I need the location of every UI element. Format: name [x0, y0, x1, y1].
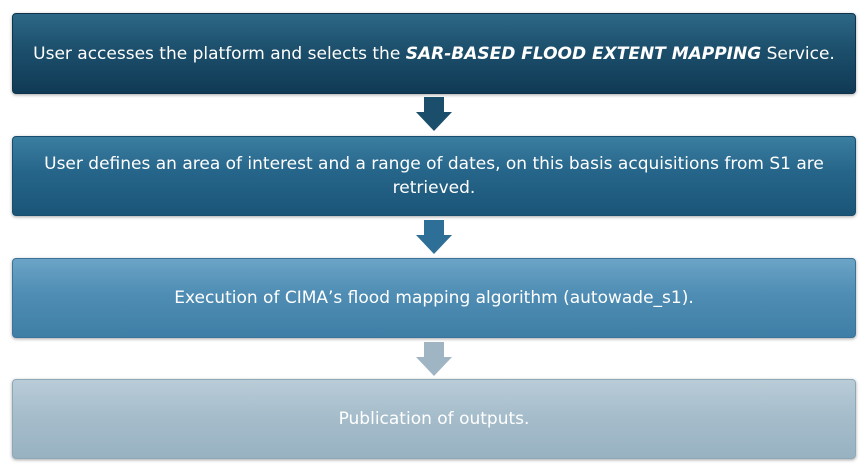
down-arrow-icon — [416, 97, 452, 131]
flow-step-platform-access: User accesses the platform and selects t… — [12, 13, 856, 94]
step-1-service-name: SAR-BASED FLOOD EXTENT MAPPING — [405, 43, 762, 64]
flow-step-define-aoi: User defines an area of interest and a r… — [12, 136, 856, 216]
down-arrow-icon — [416, 342, 452, 376]
step-1-text: User accesses the platform and selects t… — [33, 42, 835, 66]
down-arrow-shape — [416, 342, 452, 376]
step-4-text: Publication of outputs. — [338, 409, 530, 429]
step-2-text: User defines an area of interest and a r… — [44, 154, 824, 198]
flow-step-publication: Publication of outputs. — [12, 379, 856, 459]
down-arrow-icon — [416, 220, 452, 254]
step-1-text-before: User accesses the platform and selects t… — [33, 43, 406, 64]
step-3-text: Execution of CIMA’s flood mapping algori… — [174, 288, 694, 308]
flow-step-algorithm-execution: Execution of CIMA’s flood mapping algori… — [12, 258, 856, 338]
step-1-text-after: Service. — [761, 43, 835, 64]
down-arrow-shape — [416, 97, 452, 131]
down-arrow-shape — [416, 220, 452, 254]
